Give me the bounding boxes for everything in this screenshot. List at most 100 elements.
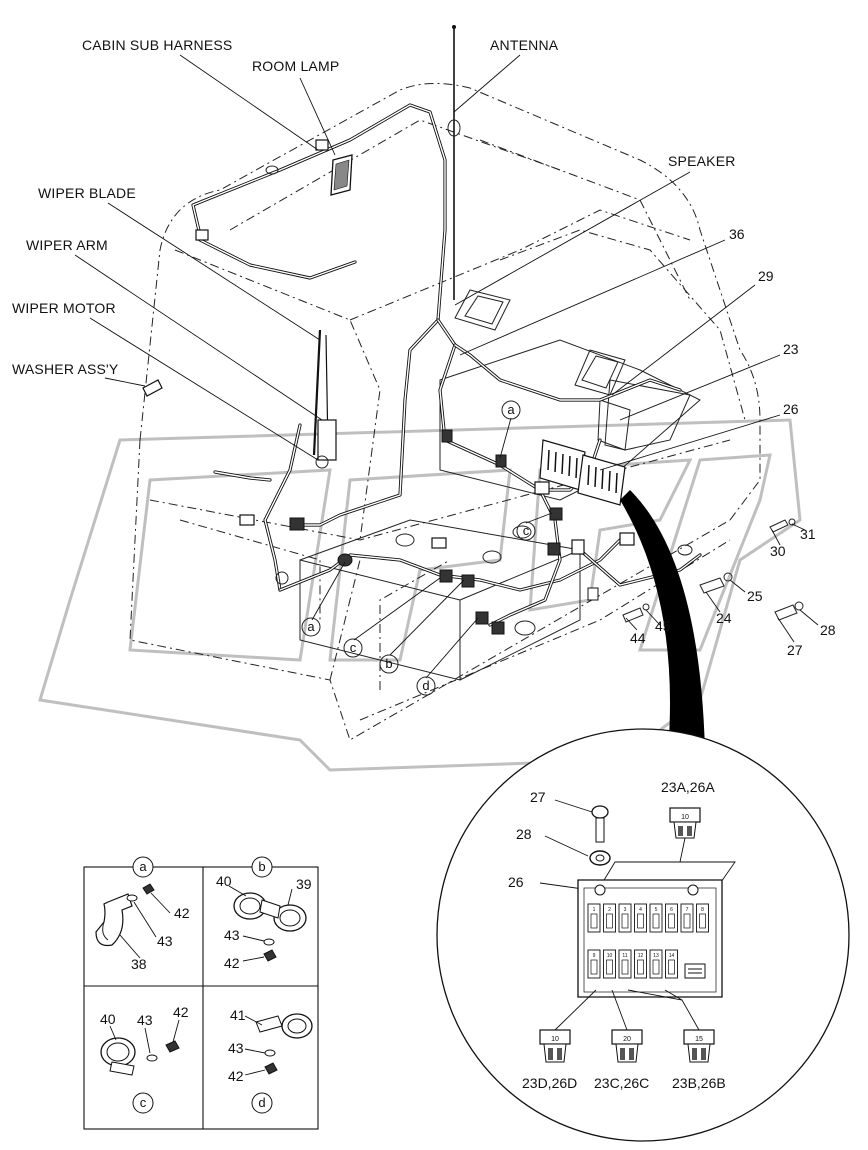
fuse-top-slot-inner-1 bbox=[590, 913, 598, 929]
wiper-assembly bbox=[312, 329, 337, 469]
part-number-labels: 36 29 23 26 31 30 25 24 28 27 45 44 bbox=[630, 226, 836, 658]
fuse-bottom-slot-number-13: 13 bbox=[653, 953, 659, 959]
fuse-bottom-slot-inner-10 bbox=[606, 959, 613, 975]
label-cabin-sub-harness: CABIN SUB HARNESS bbox=[82, 37, 232, 53]
panel-a-letter: a bbox=[139, 859, 147, 874]
fuse-c-value: 20 bbox=[623, 1036, 631, 1043]
fuse-box-cab bbox=[539, 439, 626, 506]
panel-a-part-38: 38 bbox=[131, 956, 147, 972]
detail-panel-c: c 40 43 42 bbox=[100, 1004, 189, 1114]
part-31: 31 bbox=[800, 526, 816, 542]
part-29: 29 bbox=[758, 268, 774, 284]
part-24: 24 bbox=[716, 610, 732, 626]
fuse-bottom-slot-inner-13 bbox=[652, 959, 660, 975]
fuse-bottom-slot-number-9: 9 bbox=[593, 953, 596, 959]
leader-lines bbox=[74, 54, 819, 679]
panel-b-letter: b bbox=[258, 859, 265, 874]
detail-pointer bbox=[620, 490, 705, 752]
panel-a-part-42: 42 bbox=[174, 905, 190, 921]
clamp-refs: a c a c b d bbox=[301, 400, 536, 696]
label-speaker: SPEAKER bbox=[668, 153, 736, 169]
detail-panel-b: b 40 39 43 42 bbox=[216, 856, 312, 971]
antenna bbox=[447, 25, 461, 300]
fuse-top-slot-inner-6 bbox=[668, 913, 675, 929]
fuse-b-value: 15 bbox=[695, 1036, 703, 1043]
panel-b-part-40: 40 bbox=[216, 873, 232, 889]
fuse-bottom-slot-inner-12 bbox=[637, 959, 644, 975]
panel-b-part-43: 43 bbox=[224, 927, 240, 943]
fuse-bottom-slot-inner-9 bbox=[590, 959, 598, 975]
fuse-top-slot-inner-4 bbox=[637, 913, 644, 929]
room-lamp bbox=[330, 154, 353, 196]
ref-c-top: c bbox=[523, 523, 530, 538]
part-44: 44 bbox=[630, 630, 646, 646]
part-23: 23 bbox=[783, 341, 799, 357]
fuse-bottom-slot-number-11: 11 bbox=[622, 953, 627, 959]
clamp-detail-panels: a 42 43 38 b 40 bbox=[83, 856, 319, 1130]
fuse-top-slot-number-2: 2 bbox=[608, 907, 611, 913]
panel-c-part-40: 40 bbox=[100, 1011, 116, 1027]
panel-d-part-42: 42 bbox=[228, 1068, 244, 1084]
fuse-bottom-slot-number-10: 10 bbox=[607, 953, 613, 959]
label-23b-26b: 23B,26B bbox=[672, 1075, 726, 1091]
ref-b: b bbox=[385, 656, 392, 671]
fuse-top-slot-number-3: 3 bbox=[624, 907, 627, 913]
panel-c-letter: c bbox=[140, 1095, 147, 1110]
label-23c-26c: 23C,26C bbox=[594, 1075, 649, 1091]
ref-a-bottom: a bbox=[307, 619, 315, 634]
fuse-d: 10 bbox=[539, 1029, 571, 1063]
label-wiper-arm: WIPER ARM bbox=[26, 237, 108, 253]
detail-panel-a: a 42 43 38 bbox=[95, 856, 190, 972]
panel-d-part-43: 43 bbox=[228, 1040, 244, 1056]
fuse-bottom-slot-number-14: 14 bbox=[669, 953, 675, 959]
fuse-top-slot-number-5: 5 bbox=[655, 907, 658, 913]
detail-panel-d: d 41 43 42 bbox=[228, 1007, 313, 1114]
cab-outline bbox=[129, 82, 761, 741]
fuse-top-slot-inner-7 bbox=[683, 913, 691, 929]
part-30: 30 bbox=[770, 543, 786, 559]
label-23d-26d: 23D,26D bbox=[522, 1075, 577, 1091]
fuse-detail-part-28: 28 bbox=[516, 826, 532, 842]
panel-b-part-42: 42 bbox=[224, 955, 240, 971]
fuse-top-slot-inner-5 bbox=[652, 913, 660, 929]
fuse-top-value: 10 bbox=[681, 814, 689, 821]
fuse-detail-part-27: 27 bbox=[530, 789, 546, 805]
component-labels: CABIN SUB HARNESS ROOM LAMP ANTENNA SPEA… bbox=[12, 37, 736, 377]
fuse-top: 10 bbox=[669, 807, 701, 839]
panel-d-part-41: 41 bbox=[230, 1007, 246, 1023]
ref-c-bottom: c bbox=[350, 640, 357, 655]
part-27: 27 bbox=[787, 642, 803, 658]
fuse-top-slot-inner-3 bbox=[621, 913, 629, 929]
part-28: 28 bbox=[820, 622, 836, 638]
label-room-lamp: ROOM LAMP bbox=[252, 58, 339, 74]
label-wiper-motor: WIPER MOTOR bbox=[12, 300, 116, 316]
fuse-slots-bottom: 9 10 11 12 13 14 bbox=[587, 949, 678, 979]
fuse-top-slot-number-1: 1 bbox=[593, 907, 596, 913]
fuse-top-slot-inner-2 bbox=[606, 913, 613, 929]
panel-a-part-43: 43 bbox=[157, 933, 173, 949]
panel-c-part-43: 43 bbox=[137, 1012, 153, 1028]
fuse-top-slot-inner-8 bbox=[699, 913, 706, 929]
seat bbox=[454, 289, 691, 451]
part-45: 45 bbox=[655, 618, 671, 634]
fuse-d-value: 10 bbox=[551, 1036, 559, 1043]
harness-clamps bbox=[195, 139, 693, 636]
fuse-detail-part-26: 26 bbox=[508, 874, 524, 890]
label-washer-assy: WASHER ASS'Y bbox=[12, 361, 119, 377]
washer-assy bbox=[142, 379, 163, 397]
fuse-bottom-slot-inner-14 bbox=[668, 959, 675, 975]
hardware-right bbox=[622, 518, 804, 623]
label-wiper-blade: WIPER BLADE bbox=[38, 185, 136, 201]
label-23a-26a: 23A,26A bbox=[661, 779, 715, 795]
fuse-top-slot-number-6: 6 bbox=[670, 907, 673, 913]
part-26: 26 bbox=[783, 401, 799, 417]
panel-d-letter: d bbox=[258, 1095, 265, 1110]
panel-c-part-42: 42 bbox=[173, 1004, 189, 1020]
fuse-bottom-slot-inner-11 bbox=[621, 959, 629, 975]
panel-b-part-39: 39 bbox=[296, 876, 312, 892]
fuse-bottom-slot-number-12: 12 bbox=[638, 953, 644, 959]
